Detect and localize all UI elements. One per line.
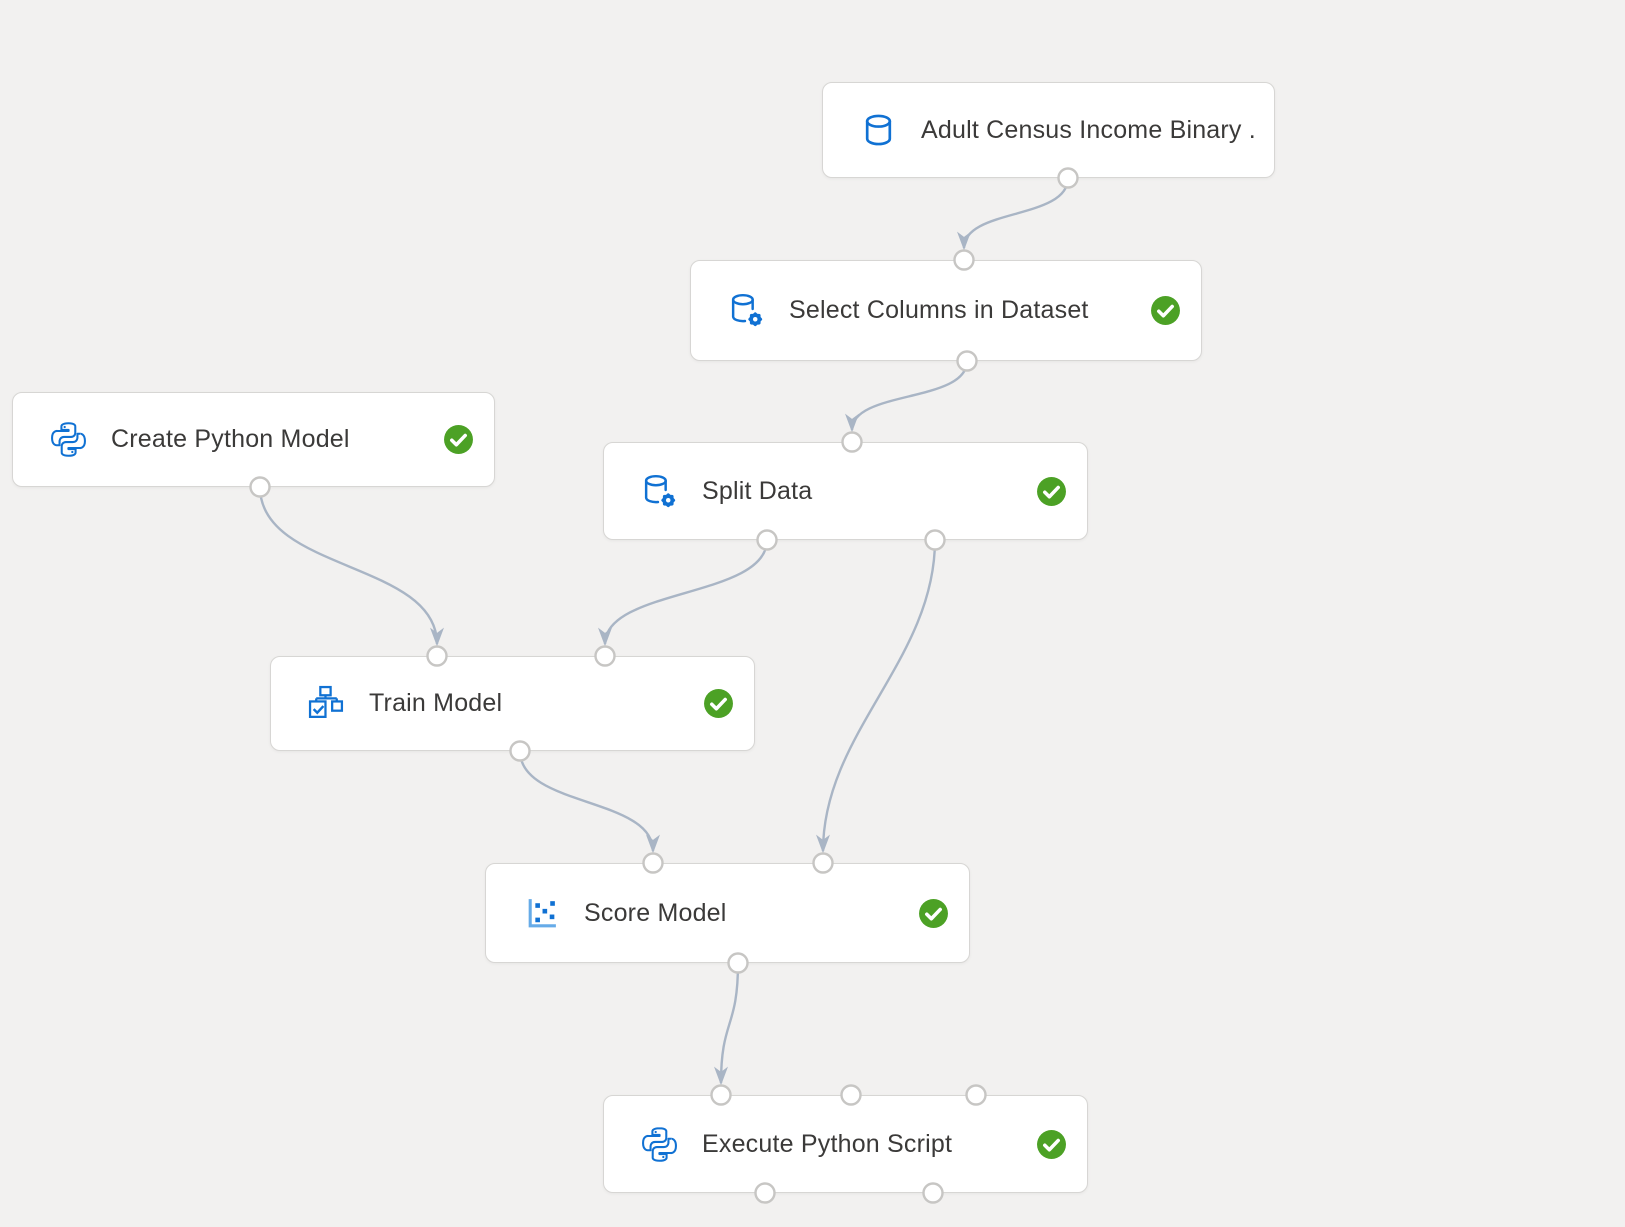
- dataset-icon: [859, 111, 897, 149]
- node-select-columns-in-dataset[interactable]: Select Columns in Dataset: [690, 260, 1202, 361]
- node-score-model[interactable]: Score Model: [485, 863, 970, 963]
- dataset-gear-icon: [640, 472, 678, 510]
- output-port[interactable]: [754, 1182, 776, 1204]
- input-port[interactable]: [965, 1084, 987, 1106]
- node-label: Execute Python Script: [702, 1129, 953, 1158]
- input-port[interactable]: [710, 1084, 732, 1106]
- node-split-data[interactable]: Split Data: [603, 442, 1088, 540]
- input-port[interactable]: [841, 431, 863, 453]
- python-icon: [49, 421, 87, 459]
- status-completed-icon: [1150, 295, 1181, 326]
- train-model-icon: [307, 685, 345, 723]
- node-label: Score Model: [584, 898, 727, 927]
- edge-connector[interactable]: [714, 962, 740, 1086]
- output-port[interactable]: [756, 529, 778, 551]
- edge-connector[interactable]: [518, 750, 660, 854]
- node-label: Adult Census Income Binary ...: [921, 115, 1254, 144]
- edge-connector[interactable]: [957, 177, 1070, 251]
- output-port[interactable]: [924, 529, 946, 551]
- status-completed-icon: [1036, 1129, 1067, 1160]
- node-label: Split Data: [702, 476, 813, 505]
- status-completed-icon: [1036, 476, 1067, 507]
- score-model-icon: [522, 894, 560, 932]
- python-icon: [640, 1125, 678, 1163]
- output-port[interactable]: [1057, 167, 1079, 189]
- node-create-python-model[interactable]: Create Python Model: [12, 392, 495, 487]
- edge-connector[interactable]: [845, 360, 969, 433]
- input-port[interactable]: [642, 852, 664, 874]
- node-adult-census-income-binary[interactable]: Adult Census Income Binary ...: [822, 82, 1275, 178]
- edge-connector[interactable]: [816, 539, 937, 854]
- node-train-model[interactable]: Train Model: [270, 656, 755, 751]
- output-port[interactable]: [727, 952, 749, 974]
- output-port[interactable]: [922, 1182, 944, 1204]
- status-completed-icon: [703, 688, 734, 719]
- node-label: Select Columns in Dataset: [789, 296, 1089, 324]
- input-port[interactable]: [594, 645, 616, 667]
- node-label: Create Python Model: [111, 425, 350, 453]
- output-port[interactable]: [956, 350, 978, 372]
- edge-connector[interactable]: [598, 539, 769, 647]
- output-port[interactable]: [249, 476, 271, 498]
- input-port[interactable]: [426, 645, 448, 667]
- output-port[interactable]: [509, 740, 531, 762]
- status-completed-icon: [918, 898, 949, 929]
- edge-connector[interactable]: [258, 486, 444, 647]
- node-label: Train Model: [369, 689, 503, 717]
- input-port[interactable]: [840, 1084, 862, 1106]
- dataset-gear-icon: [727, 292, 765, 330]
- node-execute-python-script[interactable]: Execute Python Script: [603, 1095, 1088, 1193]
- input-port[interactable]: [812, 852, 834, 874]
- input-port[interactable]: [953, 249, 975, 271]
- status-completed-icon: [443, 424, 474, 455]
